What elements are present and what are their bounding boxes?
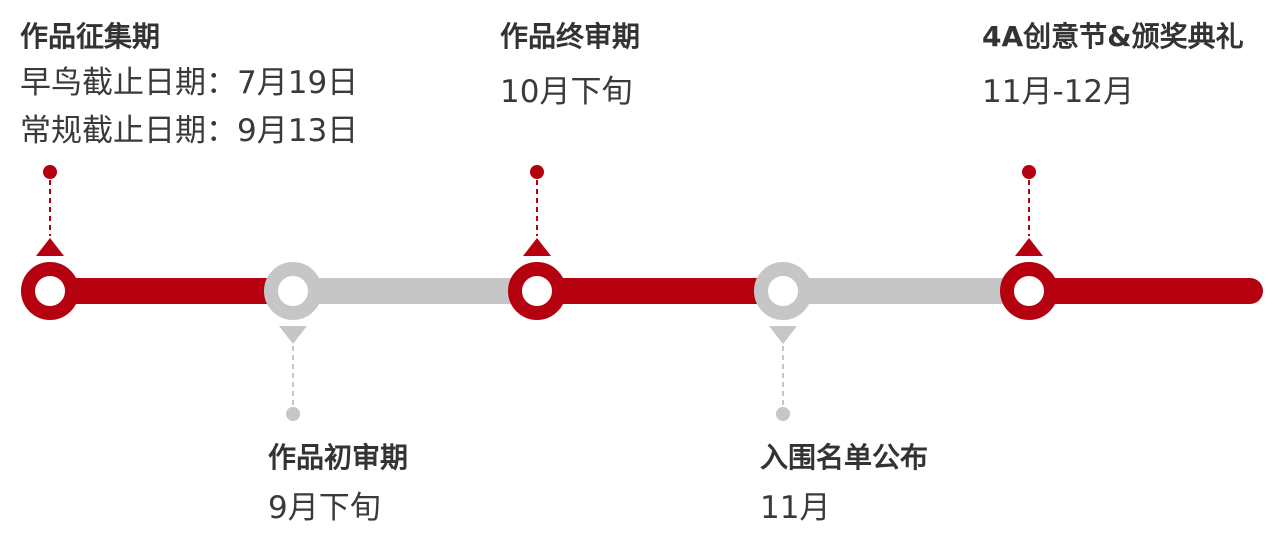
milestone-marker-4 (754, 262, 812, 421)
milestone-detail: 9月下旬 (268, 490, 381, 526)
milestone-title: 作品初审期 (268, 441, 409, 474)
milestone-marker-3 (508, 165, 566, 320)
milestone-label-1: 作品征集期 早鸟截止日期：7月19日 常规截止日期：9月13日 (20, 20, 358, 155)
marker-ring (264, 262, 322, 320)
marker-dot (776, 407, 790, 421)
milestone-marker-2 (264, 262, 322, 421)
milestone-detail: 10月下旬 (500, 74, 633, 110)
marker-dot (43, 165, 57, 179)
marker-ring (754, 262, 812, 320)
milestone-title: 入围名单公布 (760, 441, 929, 474)
marker-ring (21, 262, 79, 320)
marker-ring (1000, 262, 1058, 320)
milestone-label-2: 作品初审期 9月下旬 (268, 441, 408, 532)
marker-pointer (279, 326, 307, 344)
marker-pointer (769, 326, 797, 344)
milestone-marker-5 (1000, 165, 1058, 320)
milestone-detail: 11月-12月 (982, 74, 1135, 110)
milestone-detail: 11月 (760, 490, 831, 526)
milestone-title: 4A创意节&颁奖典礼 (982, 20, 1244, 53)
milestone-marker-1 (21, 165, 79, 320)
milestone-title: 作品征集期 (20, 20, 161, 53)
milestone-label-5: 4A创意节&颁奖典礼 11月-12月 (982, 20, 1244, 116)
milestone-label-4: 入围名单公布 11月 (760, 441, 928, 532)
marker-dot (286, 407, 300, 421)
milestone-detail: 常规截止日期：9月13日 (20, 113, 359, 149)
marker-pointer (523, 238, 551, 256)
milestone-label-3: 作品终审期 10月下旬 (500, 20, 640, 116)
marker-ring (508, 262, 566, 320)
marker-pointer (36, 238, 64, 256)
marker-pointer (1015, 238, 1043, 256)
milestone-title: 作品终审期 (500, 20, 641, 53)
milestone-detail: 早鸟截止日期：7月19日 (20, 65, 359, 101)
marker-dot (530, 165, 544, 179)
marker-dot (1022, 165, 1036, 179)
